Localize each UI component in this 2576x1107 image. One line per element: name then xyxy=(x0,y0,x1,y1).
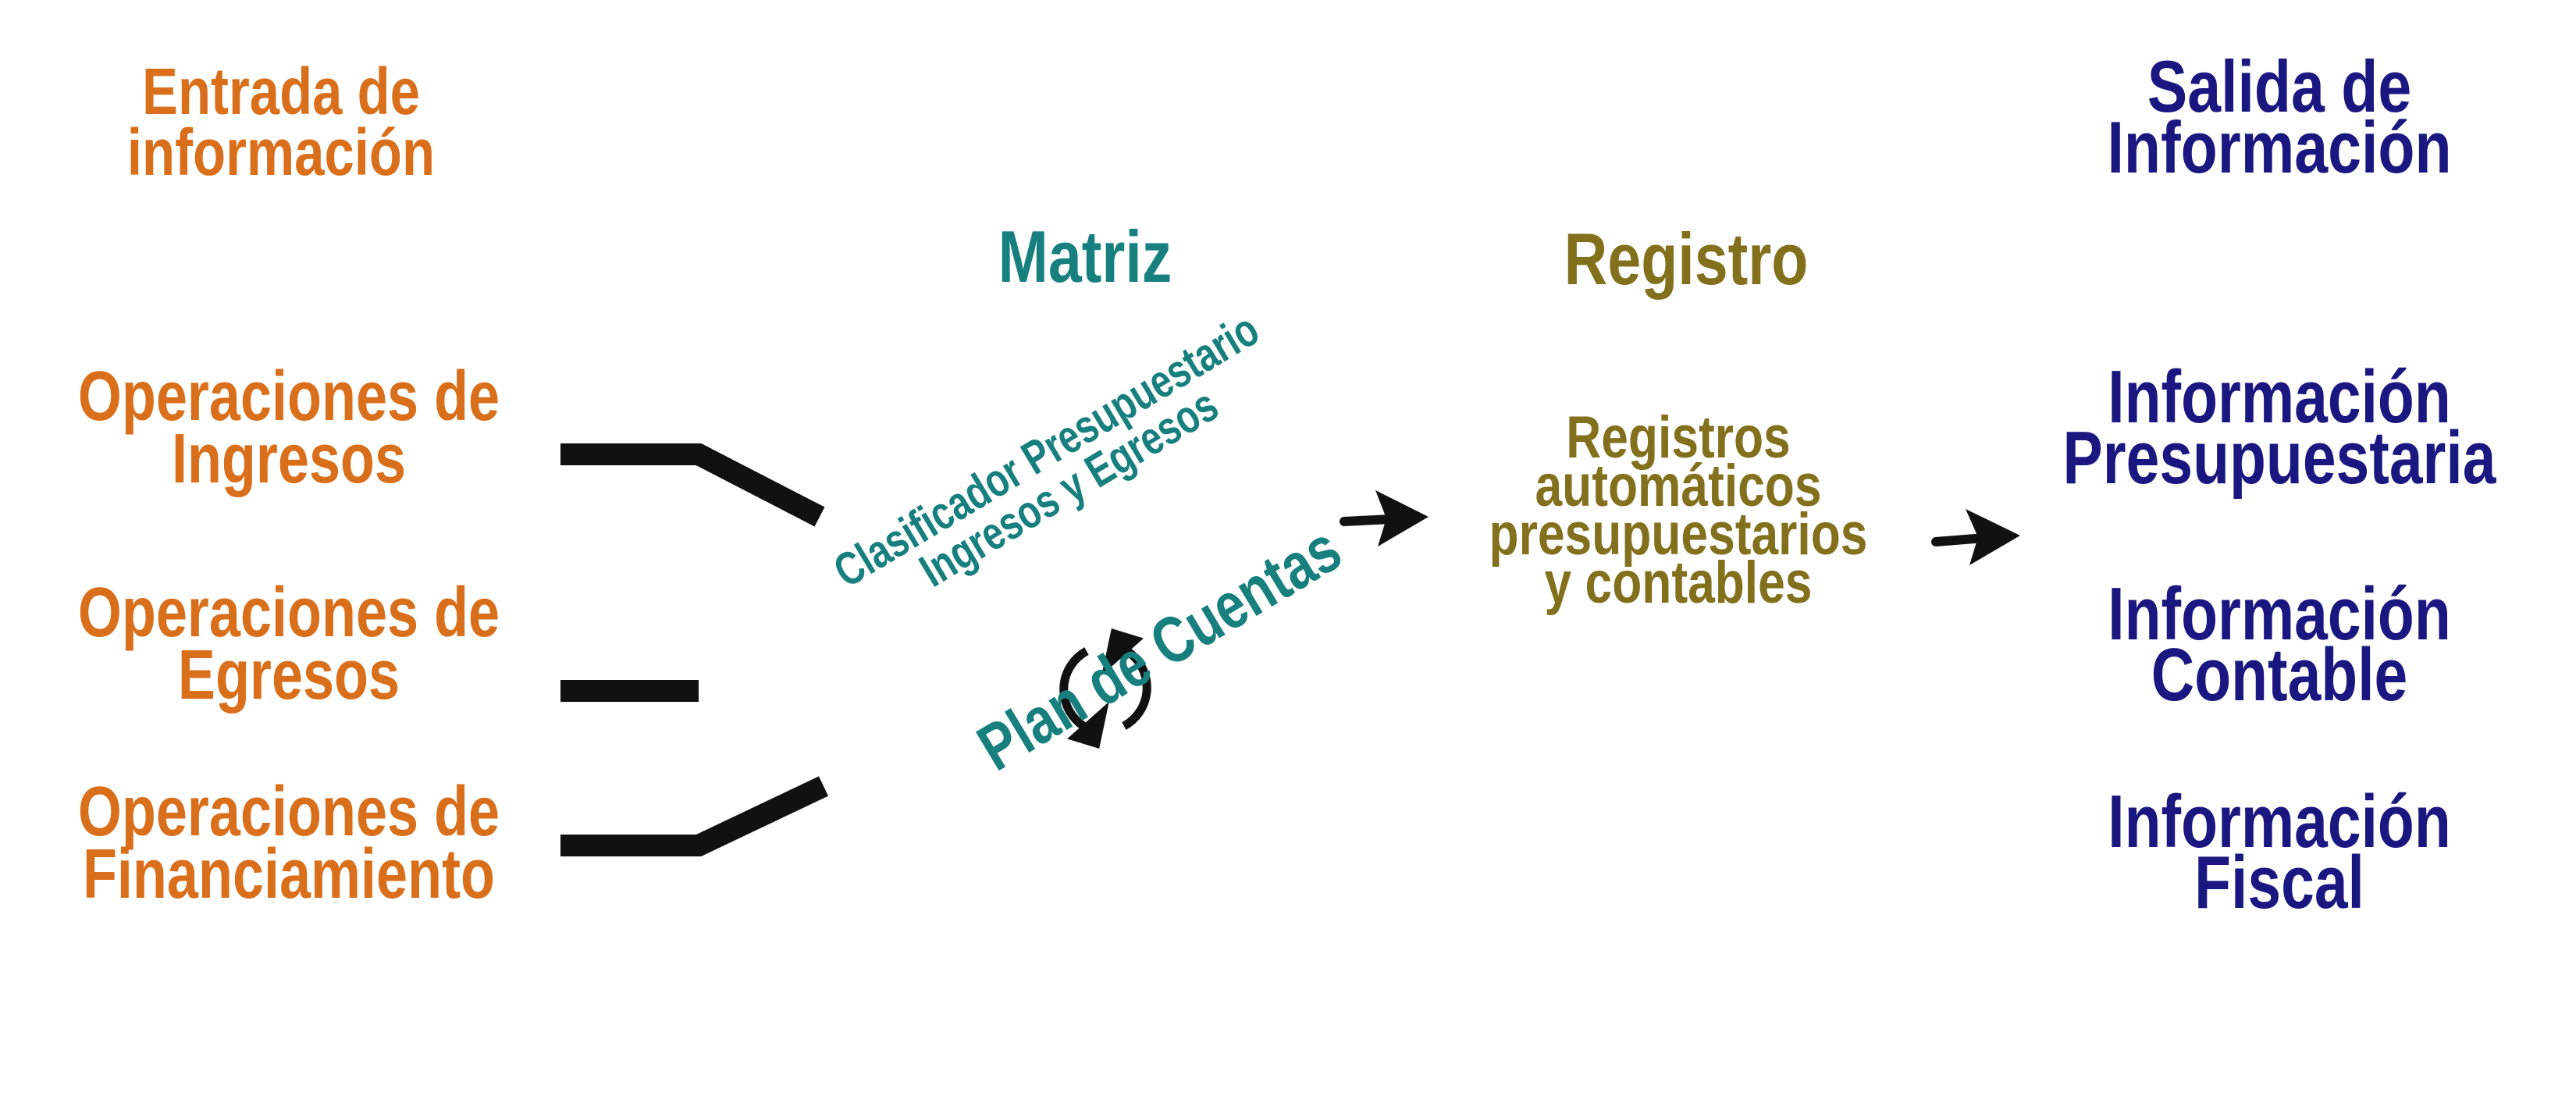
input-item-egresos-line-1: Operaciones de xyxy=(77,574,500,652)
output-item-fiscal: Información Fiscal xyxy=(2061,780,2498,924)
register-body-line-3: presupuestarios xyxy=(1489,501,1868,568)
output-item-contable-line-1: Información xyxy=(2108,572,2451,656)
input-heading-line-2: información xyxy=(126,116,436,189)
output-heading-line-2: Información xyxy=(2107,106,2452,188)
arrow-to-output-icon xyxy=(1931,509,2020,565)
register-body-line-4: y contables xyxy=(1544,550,1813,616)
input-item-ingresos: Operaciones de Ingresos xyxy=(70,358,507,498)
cycle-arrows-icon xyxy=(1059,628,1151,749)
arrow-to-register-icon xyxy=(1340,490,1429,546)
register-body: Registros automáticos presupuestarios y … xyxy=(1467,404,1889,616)
input-heading-line-1: Entrada de xyxy=(142,55,420,128)
matrix-heading: Matriz xyxy=(998,215,1172,297)
connector-ingresos xyxy=(560,443,825,527)
input-item-financiamiento-line-1: Operaciones de xyxy=(77,773,500,851)
output-item-fiscal-line-2: Fiscal xyxy=(2194,841,2364,924)
output-item-contable-line-2: Contable xyxy=(2151,633,2408,717)
output-item-presupuestaria: Información Presupuestaria xyxy=(2030,355,2529,500)
input-item-financiamiento: Operaciones de Financiamiento xyxy=(70,773,507,913)
output-heading-line-1: Salida de xyxy=(2147,45,2412,127)
connector-financiamiento xyxy=(560,776,829,856)
output-item-fiscal-line-1: Información xyxy=(2108,780,2451,863)
output-item-presupuestaria-line-2: Presupuestaria xyxy=(2062,416,2496,500)
output-item-contable: Información Contable xyxy=(2061,572,2498,717)
input-item-egresos-line-2: Egresos xyxy=(177,636,400,714)
register-body-line-1: Registros xyxy=(1566,404,1791,471)
output-item-presupuestaria-line-1: Información xyxy=(2108,355,2451,439)
input-item-egresos: Operaciones de Egresos xyxy=(70,574,507,714)
register-body-line-2: automáticos xyxy=(1535,453,1822,519)
input-item-financiamiento-line-2: Financiamiento xyxy=(82,835,496,913)
input-item-ingresos-line-1: Operaciones de xyxy=(77,358,500,436)
input-heading: Entrada de información xyxy=(89,55,473,189)
input-item-ingresos-line-2: Ingresos xyxy=(171,420,407,498)
output-heading: Salida de Información xyxy=(2055,45,2503,188)
register-heading: Registro xyxy=(1564,218,1809,300)
